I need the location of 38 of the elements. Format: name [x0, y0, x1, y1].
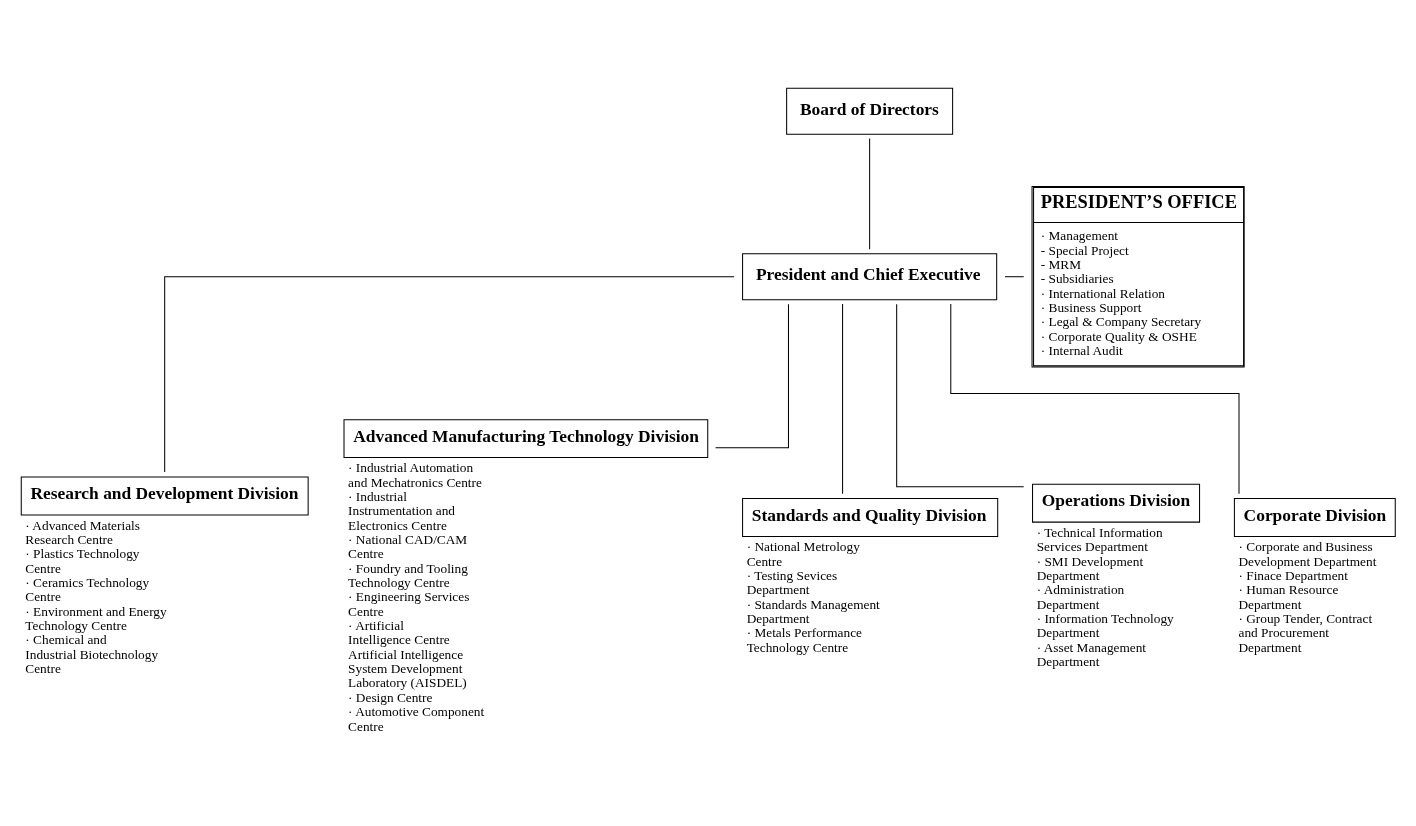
node-label: · Automotive Component Centre [348, 704, 485, 734]
node-label: · National CAD/CAM Centre [348, 532, 468, 562]
node-label: · Foundry and Tooling Technology Centre [348, 560, 468, 591]
node-label: · Asset Management Department [1036, 639, 1147, 669]
node-label: · SMI Development Department [1036, 553, 1144, 583]
connector [950, 303, 1240, 495]
connector [869, 138, 871, 250]
node-label: · Testing Sevices Department [746, 567, 838, 598]
node-label: · Industrial Instrumentation and Electronics Centre [348, 489, 455, 533]
connector [842, 303, 844, 495]
node-label: · Corporate and Business Development Department [1238, 539, 1377, 569]
node-box: President and Chief Executive [742, 253, 998, 301]
node-label: · National Metrology Centre [746, 539, 860, 569]
node-box: Research and Development Division [20, 476, 309, 516]
node-label: · Chemical and Industrial Biotechnology Centre [25, 632, 159, 677]
node-label: · Metals Performance Technology Centre [746, 625, 863, 655]
node-label: · Standards Management Department [746, 596, 880, 626]
connector [715, 303, 789, 449]
node-label: · Administration Department [1036, 582, 1125, 612]
connector [1004, 276, 1025, 278]
node-label: · Design Centre [348, 689, 433, 705]
connector [164, 276, 735, 473]
connector [896, 303, 1025, 488]
node-label: · Environment and Energy Technology Centre [25, 603, 167, 634]
node-label: · Human Resource Department [1238, 582, 1339, 612]
node-label: · Artificial Intelligence Centre [348, 618, 450, 648]
node-label: · Technical Information Services Department [1036, 524, 1163, 555]
node-box: Advanced Manufacturing Technology Division [343, 419, 709, 459]
node-label: Artificial Intelligence System Development Laboratory (AISDEL) [348, 646, 467, 691]
node-box: Standards and Quality Division [742, 498, 999, 537]
node-label: · Ceramics Technology Centre [25, 575, 150, 605]
node-label: · Plastics Technology Centre [25, 546, 140, 576]
node-label: · Engineering Services Centre [348, 589, 470, 619]
node-label: · Advanced Materials Research Centre [25, 517, 140, 548]
node-box: Board of Directors [786, 87, 954, 135]
node-box: Corporate Division [1233, 498, 1396, 537]
node-label: · Industrial Automation and Mechatronics Centre [348, 460, 482, 490]
node-box: Operations Division [1032, 483, 1201, 523]
